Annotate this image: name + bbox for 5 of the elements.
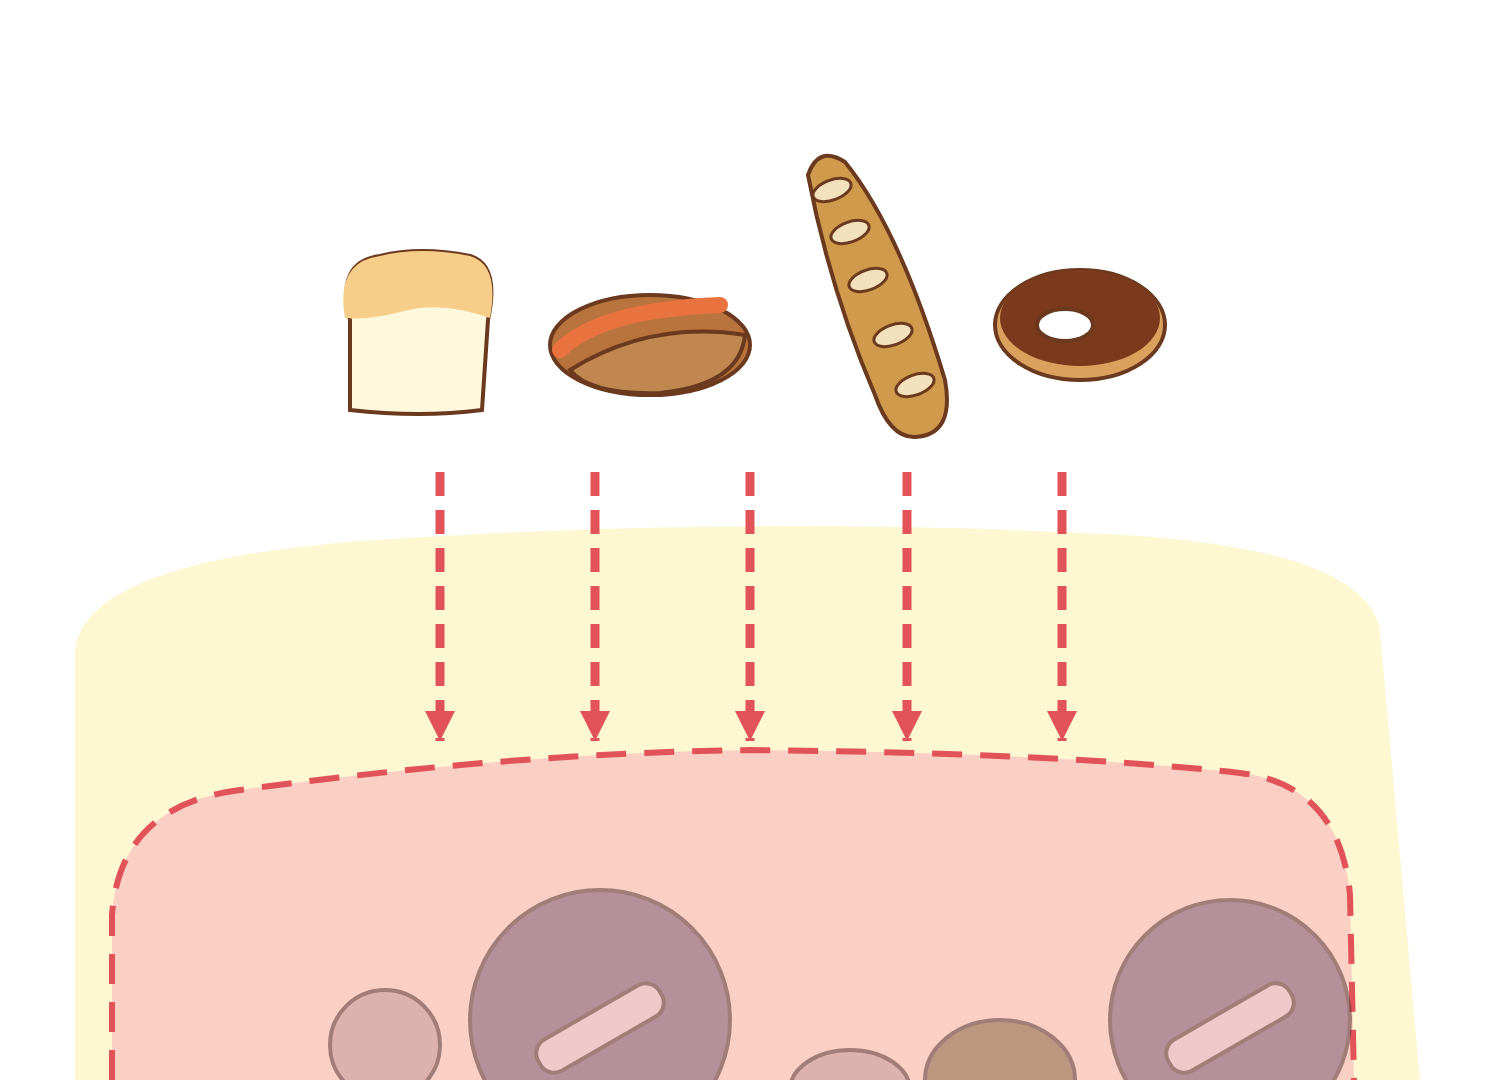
arrow bbox=[892, 472, 922, 741]
arrow bbox=[580, 472, 610, 741]
arrow bbox=[425, 472, 455, 741]
arrow bbox=[735, 472, 765, 741]
arrow bbox=[1047, 472, 1077, 741]
